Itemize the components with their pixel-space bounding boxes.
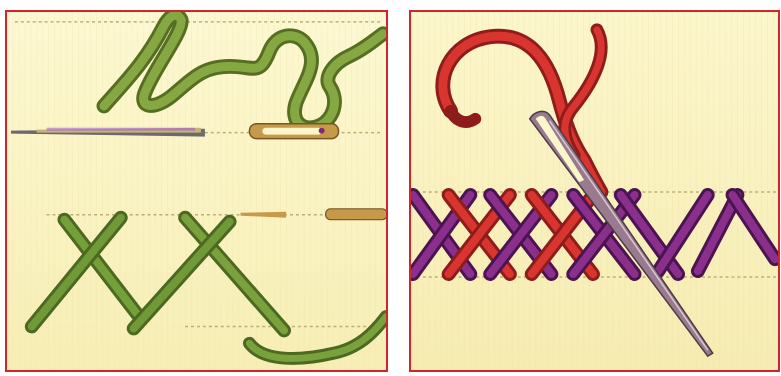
left-illustration-panel xyxy=(5,10,388,372)
right-illustration xyxy=(411,12,778,370)
left-illustration xyxy=(7,12,386,370)
right-illustration-panel xyxy=(409,10,780,372)
